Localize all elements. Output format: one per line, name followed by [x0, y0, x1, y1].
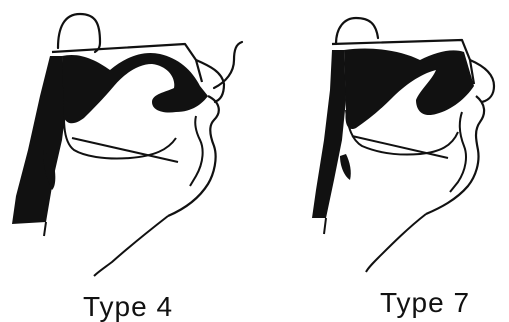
- neck-line: [94, 216, 168, 276]
- panel-type-7: Type 7: [312, 18, 494, 318]
- tongue-lower-outline: [64, 118, 176, 159]
- tongue-body-fill: [344, 48, 474, 129]
- panel-1-caption: Type 4: [83, 291, 173, 322]
- lower-teeth-outline: [190, 116, 203, 186]
- epiglottis-fill: [340, 154, 351, 180]
- lower-teeth-outline: [450, 112, 466, 192]
- anterior-neck-line: [44, 222, 46, 236]
- lip-curl: [214, 42, 242, 88]
- nasal-cavity-outline: [58, 14, 100, 52]
- pharyngeal-wall-fill: [312, 50, 346, 218]
- neck-line: [366, 214, 426, 272]
- nasal-cavity-outline: [336, 18, 378, 44]
- lower-lip-chin-outline: [168, 96, 219, 216]
- panel-2-caption: Type 7: [380, 287, 470, 318]
- panel-type-4: Type 4: [12, 14, 242, 322]
- tongue-body-fill: [62, 53, 208, 123]
- anterior-neck-line: [324, 218, 326, 234]
- pharyngeal-wall-fill: [12, 56, 66, 224]
